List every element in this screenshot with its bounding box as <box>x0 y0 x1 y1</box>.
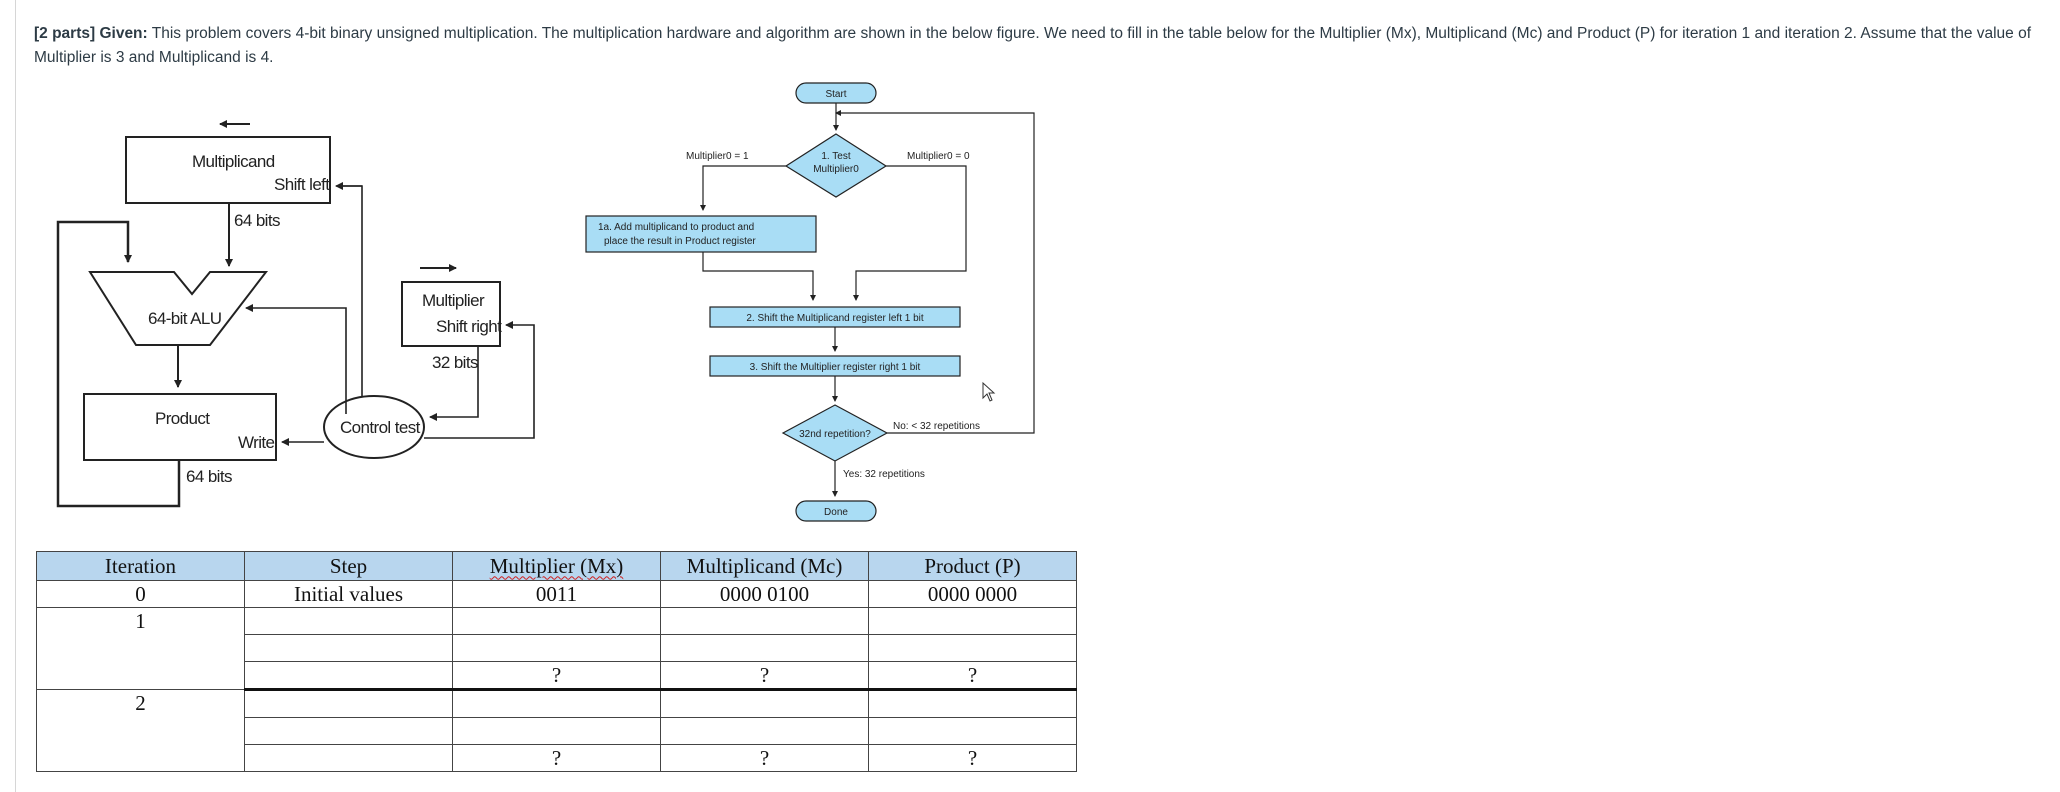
table-row-iter1-b <box>37 634 1077 662</box>
shift-right-label: Shift right <box>436 317 502 336</box>
blank-cell[interactable] <box>452 689 661 718</box>
cell-mx-initial: 0011 <box>452 580 661 608</box>
header-product: Product (P) <box>868 551 1077 581</box>
done-terminal <box>795 500 877 522</box>
blank-cell[interactable] <box>868 607 1077 635</box>
control-to-mc-line <box>342 185 363 397</box>
multiplicand-label: Multiplicand <box>192 152 275 171</box>
done-label: Done <box>824 507 848 518</box>
control-test-ellipse <box>323 395 425 459</box>
cell-iteration-0: 0 <box>36 580 245 608</box>
cell-step-initial: Initial values <box>244 580 453 608</box>
cell-mc-q2[interactable]: ? <box>660 744 869 772</box>
cell-iteration-1: 1 <box>36 607 245 690</box>
blank-cell[interactable] <box>868 689 1077 718</box>
header-multiplier: Multiplier (Mx) <box>452 551 661 581</box>
write-label: Write <box>238 433 274 452</box>
blank-cell[interactable] <box>244 717 453 745</box>
blank-cell[interactable] <box>660 607 869 635</box>
multiplier0-eq-1: Multiplier0 = 1 <box>686 151 749 162</box>
start-label: Start <box>825 89 846 100</box>
feedback-loop <box>56 220 181 508</box>
blank-cell[interactable] <box>660 689 869 718</box>
header-iteration: Iteration <box>36 551 245 581</box>
cell-p-initial: 0000 0000 <box>868 580 1077 608</box>
multiplier-label: Multiplier <box>422 291 485 310</box>
question-text: [2 parts] Given: This problem covers 4-b… <box>34 22 2034 70</box>
question-body: This problem covers 4-bit binary unsigne… <box>34 25 2032 66</box>
no-label: No: < 32 repetitions <box>893 421 980 432</box>
step-1a-box <box>585 215 817 253</box>
control-to-multiplier <box>424 321 535 439</box>
blank-cell[interactable] <box>244 744 453 772</box>
cell-iteration-2: 2 <box>36 689 245 772</box>
multiplier0-eq-0: Multiplier0 = 0 <box>907 151 970 162</box>
blank-cell[interactable] <box>868 634 1077 662</box>
shift-left-label: Shift left <box>274 175 330 194</box>
cell-mx-q2[interactable]: ? <box>452 744 661 772</box>
multiplier-register <box>401 281 501 347</box>
step-1a-line1: 1a. Add multiplicand to product and <box>598 222 754 233</box>
table-row-iter2-a: 2 <box>36 689 1077 772</box>
blank-cell[interactable] <box>452 717 661 745</box>
step-1a-line2: place the result in Product register <box>604 236 756 247</box>
test-label-1: 1. Test <box>821 151 850 162</box>
hardware-diagram: Multiplicand Shift left 64 bits 64-bit A… <box>56 120 535 508</box>
left-border <box>15 0 16 792</box>
algorithm-flowchart: Start 1. Test Multiplier0 Multiplier0 = … <box>585 82 1035 522</box>
blank-cell[interactable] <box>660 717 869 745</box>
blank-cell[interactable] <box>660 634 869 662</box>
header-multiplicand: Multiplicand (Mc) <box>660 551 869 581</box>
multiplication-table: Iteration Step Multiplier (Mx) Multiplic… <box>36 551 1077 772</box>
cell-mc-initial: 0000 0100 <box>660 580 869 608</box>
cell-p-q2[interactable]: ? <box>868 744 1077 772</box>
blank-cell[interactable] <box>452 634 661 662</box>
header-step: Step <box>244 551 453 581</box>
blank-cell[interactable] <box>868 717 1077 745</box>
question-prefix: [2 parts] Given: <box>34 25 148 42</box>
blank-cell[interactable] <box>244 607 453 635</box>
mouse-cursor-icon <box>982 381 996 402</box>
blank-cell[interactable] <box>244 689 453 718</box>
multiplier-bits-label: 32 bits <box>432 353 478 372</box>
alu-shape <box>88 271 269 346</box>
yes-label: Yes: 32 repetitions <box>843 469 925 480</box>
step-2-label: 2. Shift the Multiplicand register left … <box>746 313 924 324</box>
product-label: Product <box>155 409 210 428</box>
cell-p-q1[interactable]: ? <box>868 661 1077 691</box>
blank-cell[interactable] <box>244 634 453 662</box>
test-diamond <box>784 133 888 198</box>
product-bits-label: 64 bits <box>186 467 232 486</box>
cell-mx-q1[interactable]: ? <box>452 661 661 691</box>
table-row-initial: 0 Initial values 0011 0000 0100 0000 000… <box>36 580 1077 608</box>
table-row-iter1-a: 1 <box>36 607 1077 690</box>
table-row-iter1-c: ? ? ? <box>37 661 1077 691</box>
multiplier-to-control <box>429 347 479 421</box>
control-to-alu <box>245 304 347 414</box>
mc-bits-label: 64 bits <box>234 211 280 230</box>
multiplicand-register <box>125 136 331 204</box>
repetition-label: 32nd repetition? <box>799 429 871 440</box>
alu-label: 64-bit ALU <box>148 309 221 328</box>
test-label-2: Multiplier0 <box>813 164 859 175</box>
control-label: Control test <box>340 418 421 437</box>
table-row-iter2-c: ? ? ? <box>37 744 1077 772</box>
step-3-label: 3. Shift the Multiplier register right 1… <box>750 362 921 373</box>
blank-cell[interactable] <box>244 661 453 691</box>
blank-cell[interactable] <box>452 607 661 635</box>
cell-mc-q1[interactable]: ? <box>660 661 869 691</box>
